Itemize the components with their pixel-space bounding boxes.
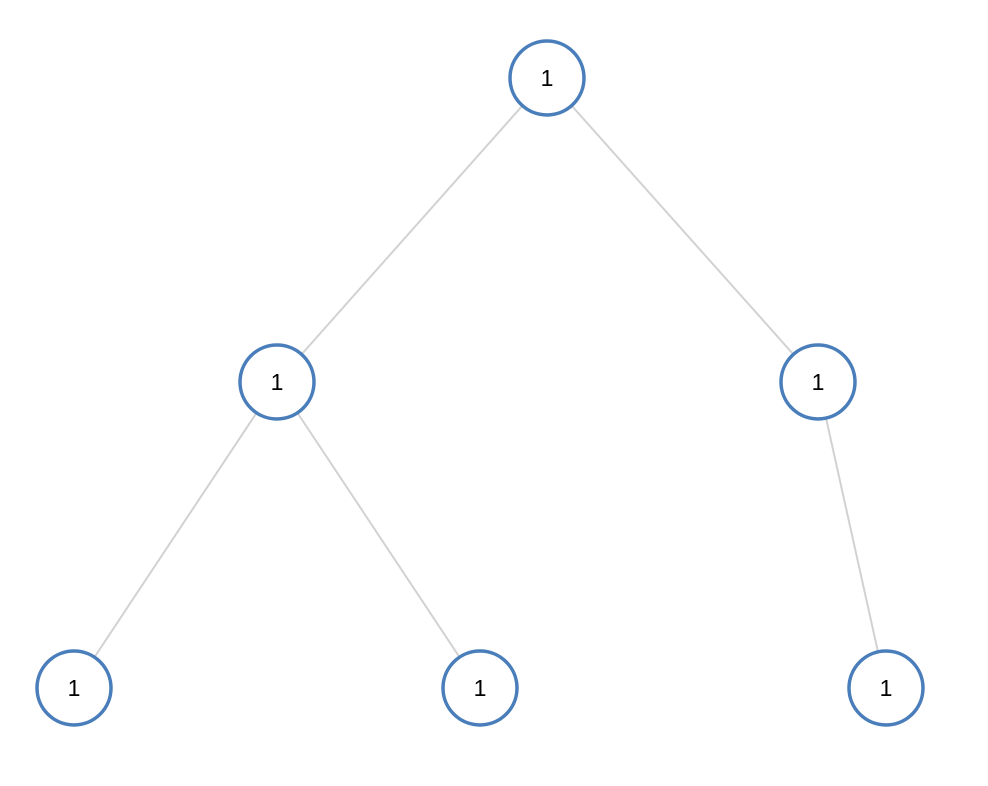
tree-node-left-right[interactable]: 1	[441, 649, 519, 727]
tree-edge-left-to-left-right	[276, 381, 481, 689]
node-circle-left-right[interactable]	[441, 649, 519, 727]
tree-edge-left-to-left-left	[73, 381, 278, 689]
tree-edge-root-to-left	[276, 77, 548, 383]
node-circle-left[interactable]	[238, 343, 316, 421]
tree-edge-right-to-right-child	[817, 381, 887, 689]
node-circle-right[interactable]	[779, 343, 857, 421]
tree-node-root[interactable]: 1	[508, 39, 586, 117]
tree-node-right-child[interactable]: 1	[847, 649, 925, 727]
tree-node-right[interactable]: 1	[779, 343, 857, 421]
node-circle-right-child[interactable]	[847, 649, 925, 727]
tree-node-left-left[interactable]: 1	[35, 649, 113, 727]
node-circle-root[interactable]	[508, 39, 586, 117]
node-circle-left-left[interactable]	[35, 649, 113, 727]
tree-edge-root-to-right	[546, 77, 819, 383]
tree-node-left[interactable]: 1	[238, 343, 316, 421]
